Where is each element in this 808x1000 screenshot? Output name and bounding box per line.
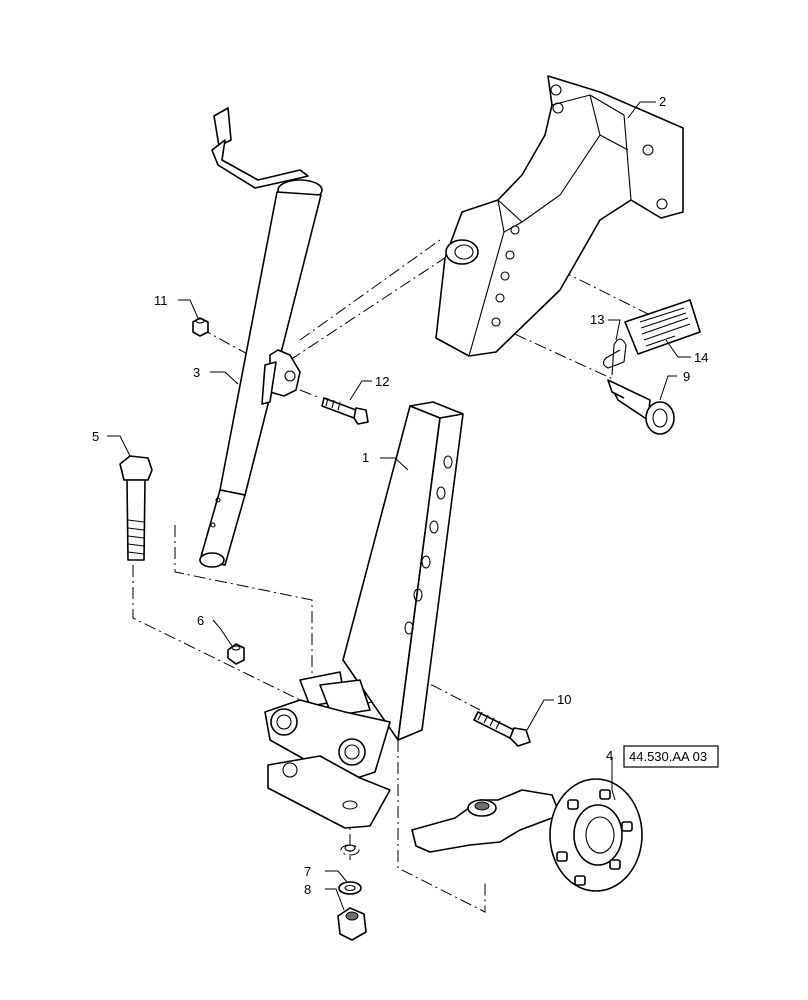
- part-5-bolt: [119, 455, 153, 561]
- part-2-mount-bracket: [435, 75, 684, 357]
- callout-6: 6: [197, 613, 204, 628]
- reference-box: 44.530.AA 03: [623, 745, 719, 768]
- callout-1: 1: [362, 450, 369, 465]
- callout-5: 5: [92, 429, 99, 444]
- callout-11: 11: [154, 293, 168, 308]
- part-14-decal: [624, 299, 701, 355]
- part-12-bolt: [321, 397, 369, 425]
- callout-8: 8: [304, 882, 311, 897]
- part-9-pin: [607, 379, 675, 435]
- callout-10: 10: [557, 692, 571, 707]
- callout-3: 3: [193, 365, 200, 380]
- part-3-jack: [199, 107, 323, 568]
- part-6-nut: [227, 643, 245, 665]
- part-1-stand-tube: [264, 401, 464, 829]
- lock-washer: [340, 844, 360, 856]
- callout-2: 2: [659, 94, 666, 109]
- callout-4: 4: [606, 748, 613, 763]
- callout-7: 7: [304, 864, 311, 879]
- callout-13: 13: [590, 312, 604, 327]
- assembly-guide-lines: [132, 239, 651, 913]
- part-13-hairpin-clip: [602, 338, 627, 376]
- part-4-spindle-hub: [411, 778, 643, 892]
- callout-14: 14: [694, 350, 708, 365]
- part-8-hex-nut: [337, 907, 367, 941]
- reference-box-text: 44.530.AA 03: [629, 749, 707, 764]
- part-10-bolt: [473, 711, 531, 747]
- callout-12: 12: [375, 374, 389, 389]
- leader-lines: [107, 101, 691, 911]
- part-11-nut: [192, 317, 209, 337]
- callout-9: 9: [683, 369, 690, 384]
- part-7-washer: [338, 881, 362, 895]
- callout-labels: 1 2 3 4 5 6 7 8 9 10 11 12 13 14: [92, 94, 708, 897]
